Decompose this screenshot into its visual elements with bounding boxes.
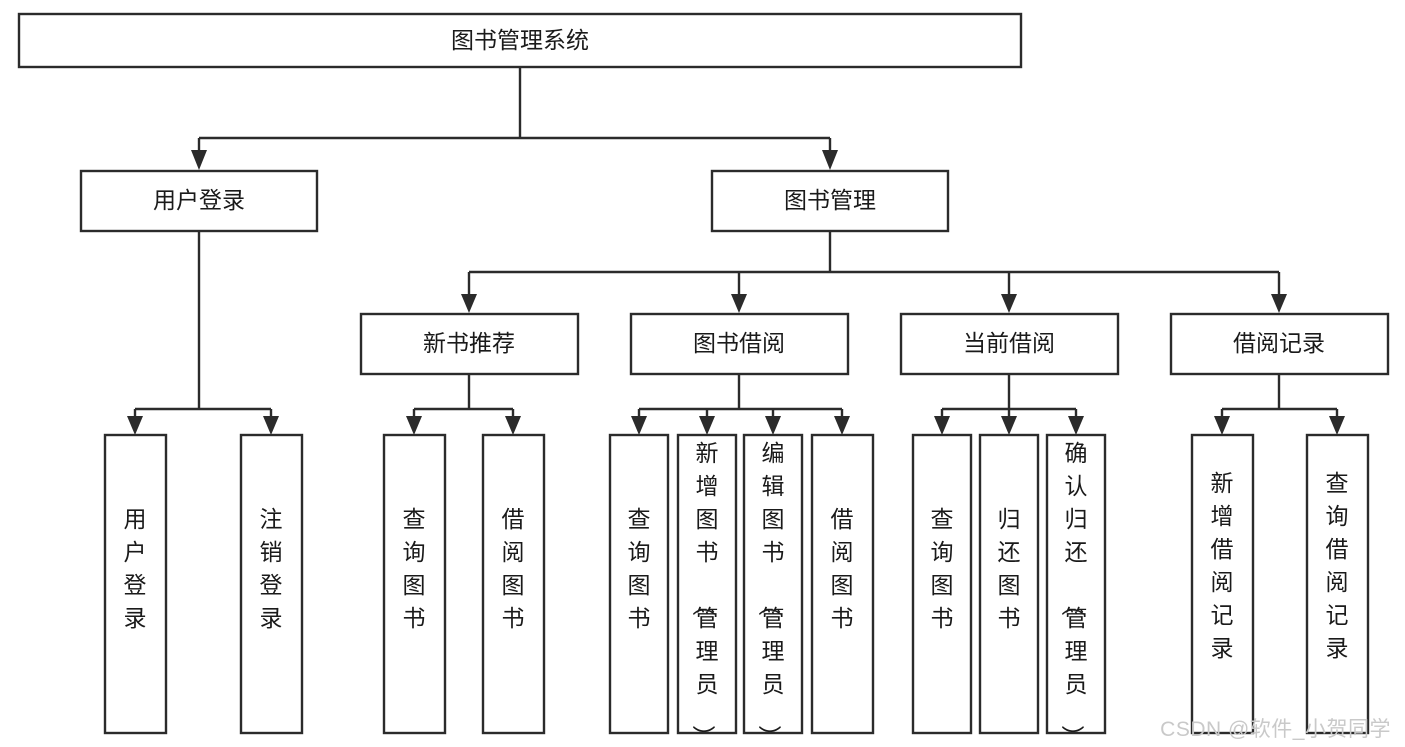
leaf-new-book-query-label: 查询图书	[403, 506, 426, 631]
leaf-user-login-login-box	[103, 433, 168, 735]
arrow-to-book-borrow	[731, 294, 747, 313]
arrow-to-borrow-record	[1271, 294, 1287, 313]
leaf-current-borrow-confirm-box	[1045, 433, 1107, 735]
arrow-leaf-r2	[1329, 416, 1345, 435]
leaf-book-borrow-query[interactable]: 查询图书	[608, 433, 670, 735]
leaf-book-borrow-add[interactable]: 新增图书（管理员）	[676, 433, 738, 747]
leaf-book-borrow-edit-box	[742, 433, 804, 735]
leaf-borrow-record-add-box	[1190, 433, 1255, 735]
leaf-book-borrow-edit-label: 编辑图书（管理员）	[757, 440, 785, 747]
leaf-borrow-record-add-label: 新增借阅记录	[1211, 470, 1234, 661]
leaf-borrow-record-query-box	[1305, 433, 1370, 735]
node-borrow-record-label: 借阅记录	[1233, 330, 1325, 356]
leaf-book-borrow-borrow[interactable]: 借阅图书	[810, 433, 875, 735]
leaf-user-login-login[interactable]: 用户登录	[103, 433, 168, 735]
arrow-leaf-u1	[127, 416, 143, 435]
node-current-borrow-label: 当前借阅	[963, 330, 1055, 356]
node-book-management[interactable]: 图书管理	[710, 169, 950, 233]
node-book-borrow-label: 图书借阅	[693, 330, 785, 356]
connectors-layer	[127, 67, 1345, 435]
arrow-leaf-u2	[263, 416, 279, 435]
arrow-leaf-c2	[1001, 416, 1017, 435]
arrow-leaf-r1	[1214, 416, 1230, 435]
node-borrow-record-box	[1169, 312, 1390, 376]
node-book-management-box	[710, 169, 950, 233]
leaf-current-borrow-query[interactable]: 查询图书	[911, 433, 973, 735]
leaf-user-login-logout-box	[239, 433, 304, 735]
arrow-leaf-b1	[631, 416, 647, 435]
node-user-login[interactable]: 用户登录	[79, 169, 319, 233]
leaf-current-borrow-query-label: 查询图书	[931, 506, 954, 631]
node-root-label: 图书管理系统	[451, 27, 589, 53]
node-new-book-recommend-box	[359, 312, 580, 376]
arrow-leaf-n1	[406, 416, 422, 435]
leaf-book-borrow-add-label: 新增图书（管理员）	[691, 440, 719, 747]
arrow-to-current-borrow	[1001, 294, 1017, 313]
node-root-box	[17, 12, 1023, 69]
leaf-book-borrow-query-box	[608, 433, 670, 735]
node-current-borrow-box	[899, 312, 1120, 376]
leaf-book-borrow-add-box	[676, 433, 738, 735]
leaf-new-book-query-box	[382, 433, 447, 735]
leaf-borrow-record-query[interactable]: 查询借阅记录	[1305, 433, 1370, 735]
leaf-new-book-query[interactable]: 查询图书	[382, 433, 447, 735]
leaf-current-borrow-return-label: 归还图书	[998, 506, 1021, 631]
arrow-leaf-n2	[505, 416, 521, 435]
arrow-to-book-mgmt	[822, 150, 838, 170]
arrow-leaf-b3	[765, 416, 781, 435]
leaf-current-borrow-return[interactable]: 归还图书	[978, 433, 1040, 735]
leaf-user-login-logout-label: 注销登录	[260, 506, 283, 631]
leaf-current-borrow-query-box	[911, 433, 973, 735]
arrow-leaf-c3	[1068, 416, 1084, 435]
arrow-to-new-book	[461, 294, 477, 313]
leaf-book-borrow-borrow-label: 借阅图书	[831, 506, 854, 631]
arrow-to-user-login	[191, 150, 207, 170]
leaf-user-login-logout[interactable]: 注销登录	[239, 433, 304, 735]
arrow-leaf-b4	[834, 416, 850, 435]
leaf-new-book-borrow[interactable]: 借阅图书	[481, 433, 546, 735]
leaf-user-login-login-label: 用户登录	[124, 506, 147, 631]
leaf-book-borrow-query-label: 查询图书	[628, 506, 651, 631]
node-new-book-recommend[interactable]: 新书推荐	[359, 312, 580, 376]
node-book-borrow[interactable]: 图书借阅	[629, 312, 850, 376]
leaf-book-borrow-borrow-box	[810, 433, 875, 735]
node-root-book-management-system[interactable]: 图书管理系统	[17, 12, 1023, 69]
leaf-current-borrow-confirm[interactable]: 确认归还（管理员）	[1045, 433, 1107, 747]
node-book-management-label: 图书管理	[784, 187, 876, 213]
leaf-borrow-record-query-label: 查询借阅记录	[1326, 470, 1349, 661]
leaf-current-borrow-return-box	[978, 433, 1040, 735]
leaf-new-book-borrow-label: 借阅图书	[502, 506, 525, 631]
leaf-borrow-record-add[interactable]: 新增借阅记录	[1190, 433, 1255, 735]
leaf-book-borrow-edit[interactable]: 编辑图书（管理员）	[742, 433, 804, 747]
node-new-book-recommend-label: 新书推荐	[423, 330, 515, 356]
node-current-borrow[interactable]: 当前借阅	[899, 312, 1120, 376]
leaf-new-book-borrow-box	[481, 433, 546, 735]
arrow-leaf-b2	[699, 416, 715, 435]
node-user-login-label: 用户登录	[153, 187, 245, 213]
node-user-login-box	[79, 169, 319, 233]
node-borrow-record[interactable]: 借阅记录	[1169, 312, 1390, 376]
arrow-leaf-c1	[934, 416, 950, 435]
leaf-current-borrow-confirm-label: 确认归还（管理员）	[1060, 440, 1088, 747]
node-book-borrow-box	[629, 312, 850, 376]
